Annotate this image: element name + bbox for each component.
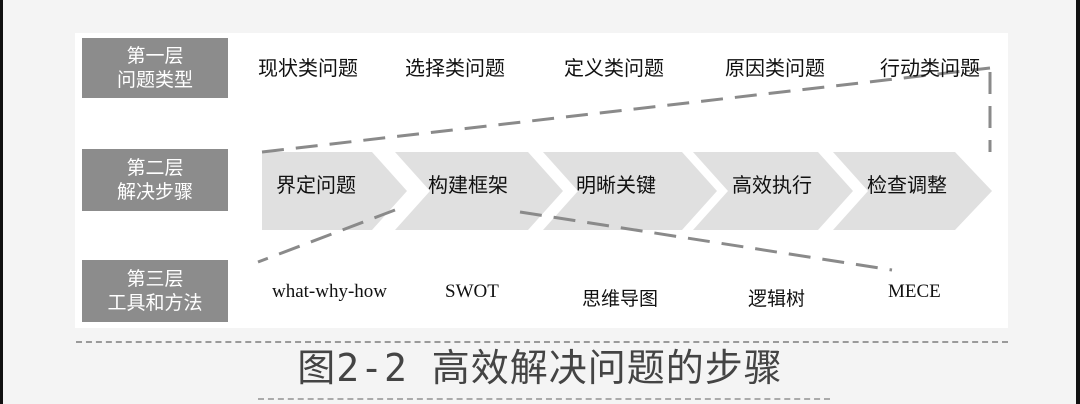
tool-5: MECE [888, 281, 941, 302]
layer-2-title: 第二层 [126, 157, 184, 179]
left-border [0, 0, 3, 404]
problem-type-2: 选择类问题 [405, 56, 505, 80]
dashed-line-bottom-left [257, 208, 396, 264]
tool-1: what-why-how [272, 281, 388, 302]
layer-3-title: 第三层 [126, 268, 184, 290]
layer-1-title: 第一层 [126, 45, 184, 67]
step-5-label: 检查调整 [867, 173, 947, 197]
problem-type-4: 原因类问题 [725, 56, 825, 80]
chevron-step-4 [693, 152, 853, 230]
step-4-label: 高效执行 [732, 173, 812, 197]
chevron-step-5 [833, 152, 992, 230]
chevron-step-2 [395, 152, 563, 230]
problem-type-1: 现状类问题 [258, 56, 358, 80]
layer-label-2: 第二层 解决步骤 [82, 149, 228, 211]
layer-3-subtitle: 工具和方法 [107, 292, 203, 314]
right-border [1076, 0, 1080, 404]
problem-type-3: 定义类问题 [564, 56, 664, 80]
dashed-line-bottom-right [519, 210, 893, 272]
tool-2: SWOT [445, 281, 499, 302]
step-1-label: 界定问题 [276, 173, 356, 197]
problem-type-5: 行动类问题 [880, 56, 980, 80]
layer-label-3: 第三层 工具和方法 [82, 260, 228, 322]
chevron-step-3 [543, 152, 717, 230]
caption-underline [258, 398, 830, 400]
tool-3: 思维导图 [582, 288, 659, 310]
caption-divider [76, 341, 1008, 343]
chevron-step-1 [262, 152, 407, 230]
layer-2-subtitle: 解决步骤 [116, 181, 193, 203]
layer-label-1: 第一层 问题类型 [82, 38, 228, 98]
dashed-line-top [261, 66, 991, 154]
step-2-label: 构建框架 [428, 173, 508, 197]
step-3-label: 明晰关键 [576, 173, 656, 197]
figure-caption: 图2-2 高效解决问题的步骤 [297, 346, 783, 390]
tool-4: 逻辑树 [748, 288, 806, 310]
layer-1-subtitle: 问题类型 [116, 69, 193, 91]
